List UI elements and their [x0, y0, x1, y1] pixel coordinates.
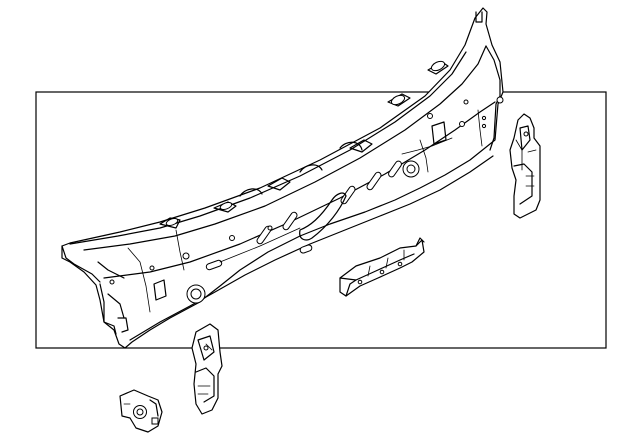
center-reinforcement-bracket[interactable]: [339, 237, 425, 297]
right-side-bracket[interactable]: [509, 113, 541, 219]
small-mount-bracket[interactable]: [119, 389, 163, 433]
reference-frame: [35, 91, 607, 349]
rear-body-panel[interactable]: [61, 7, 504, 349]
left-side-bracket[interactable]: [191, 323, 223, 415]
